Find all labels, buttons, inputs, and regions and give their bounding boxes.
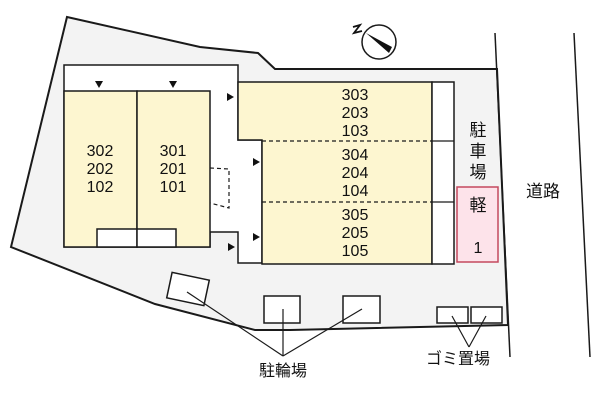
unit-label: 204	[342, 165, 369, 182]
garbage-bin-2[interactable]	[470, 306, 503, 324]
entrance-arrow-icon	[228, 243, 235, 251]
right-building-balcony	[431, 81, 455, 265]
unit-label: 105	[342, 243, 369, 260]
entrance-arrow-icon	[253, 233, 260, 241]
unit-label: 101	[160, 179, 187, 196]
leader-line	[282, 308, 363, 357]
entrance-arrow-icon	[253, 158, 260, 166]
unit-label: 302	[87, 143, 114, 160]
bicycle-parking-2[interactable]	[263, 295, 301, 324]
right-building[interactable]	[237, 81, 433, 265]
road-edge-left	[494, 32, 511, 358]
unit-label: 104	[342, 183, 369, 200]
parking-space-1[interactable]	[456, 186, 499, 263]
road-edge-right	[573, 32, 591, 358]
balcony-302	[96, 228, 138, 248]
road-label: 道路	[526, 182, 560, 202]
unit-col-302[interactable]	[63, 90, 138, 248]
compass-icon	[351, 23, 397, 60]
unit-label: 103	[342, 123, 369, 140]
unit-label: 304	[342, 147, 369, 164]
garbage-area-label: ゴミ置場	[426, 349, 490, 368]
unit-label: 303	[342, 87, 369, 104]
stairs-outline	[209, 167, 230, 209]
unit-label: 203	[342, 105, 369, 122]
parking-space-type: 軽	[470, 196, 487, 216]
parking-label: 場	[470, 163, 487, 183]
bicycle-parking-label: 駐輪場	[259, 361, 307, 380]
leader-line	[186, 291, 284, 357]
entrance-arrow-icon	[227, 93, 234, 101]
unit-label: 305	[342, 207, 369, 224]
entrance-arrow-icon	[169, 81, 177, 88]
garbage-bin-1[interactable]	[436, 306, 469, 324]
leader-line	[468, 315, 487, 348]
parking-space-number: 1	[474, 240, 483, 257]
unit-label: 205	[342, 225, 369, 242]
parking-label: 車	[470, 142, 487, 162]
unit-label: 201	[160, 161, 187, 178]
balcony-301	[136, 228, 177, 248]
entrance-arrow-icon	[95, 81, 103, 88]
bicycle-parking-1[interactable]	[165, 271, 211, 307]
parking-label: 駐	[470, 121, 487, 141]
unit-col-301[interactable]	[136, 90, 211, 248]
unit-label: 102	[87, 179, 114, 196]
unit-label: 202	[87, 161, 114, 178]
leader-line	[451, 315, 470, 348]
unit-label: 301	[160, 143, 187, 160]
